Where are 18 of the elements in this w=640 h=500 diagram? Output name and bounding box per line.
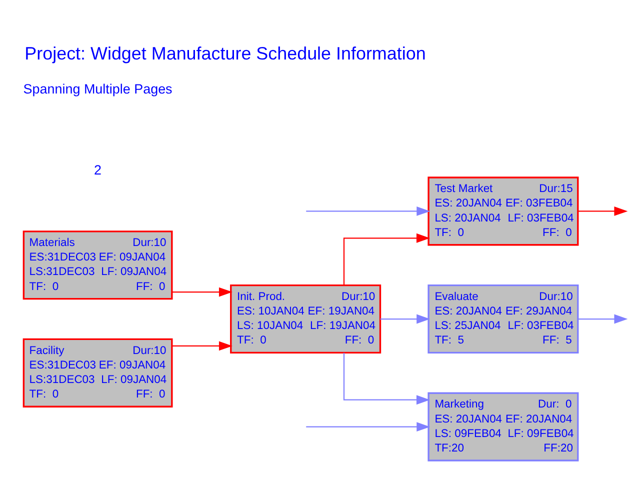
arrow — [172, 286, 232, 296]
label: 2 — [94, 162, 102, 177]
node-box: Marketing Dur: 0 ES: 20JAN04 EF: 20JAN04 LS: 09FEB04 LF: 09FEB04 TF:20 FF:20 — [428, 392, 579, 461]
node-box: Evaluate Dur:10 ES: 20JAN04 EF: 29JAN04 LS: 25JAN04 LF: 03FEB04 TF: 5 FF: 5 — [428, 284, 579, 354]
arrow — [578, 314, 628, 324]
label: Spanning Multiple Pages — [23, 80, 172, 96]
arrow — [578, 206, 628, 216]
node-box: Materials Dur:10 ES:31DEC03 EF: 09JAN04 LS:31DEC03 LF: 09JAN04 TF: 0 FF: 0 — [22, 230, 173, 300]
arrow — [172, 340, 232, 350]
node-box: Facility Dur:10 ES:31DEC03 EF: 09JAN04 LS:31DEC03 LF: 09JAN04 TF: 0 FF: 0 — [22, 338, 173, 407]
arrow — [306, 422, 430, 432]
node-box: Test Market Dur:15 ES: 20JAN04 EF: 03FEB04 LS: 20JAN04 LF: 03FEB04 TF: 0 FF: 0 — [428, 176, 579, 246]
arrow — [306, 206, 430, 216]
arrow — [343, 352, 430, 404]
arrow — [343, 232, 430, 285]
diagram-title: Project: Widget Manufacture Schedule Information — [24, 42, 426, 63]
arrow — [380, 314, 430, 324]
node-box: Init. Prod. Dur:10 ES: 10JAN04 EF: 19JAN04 LS: 10JAN04 LF: 19JAN04 TF: 0 FF: 0 — [230, 284, 382, 354]
